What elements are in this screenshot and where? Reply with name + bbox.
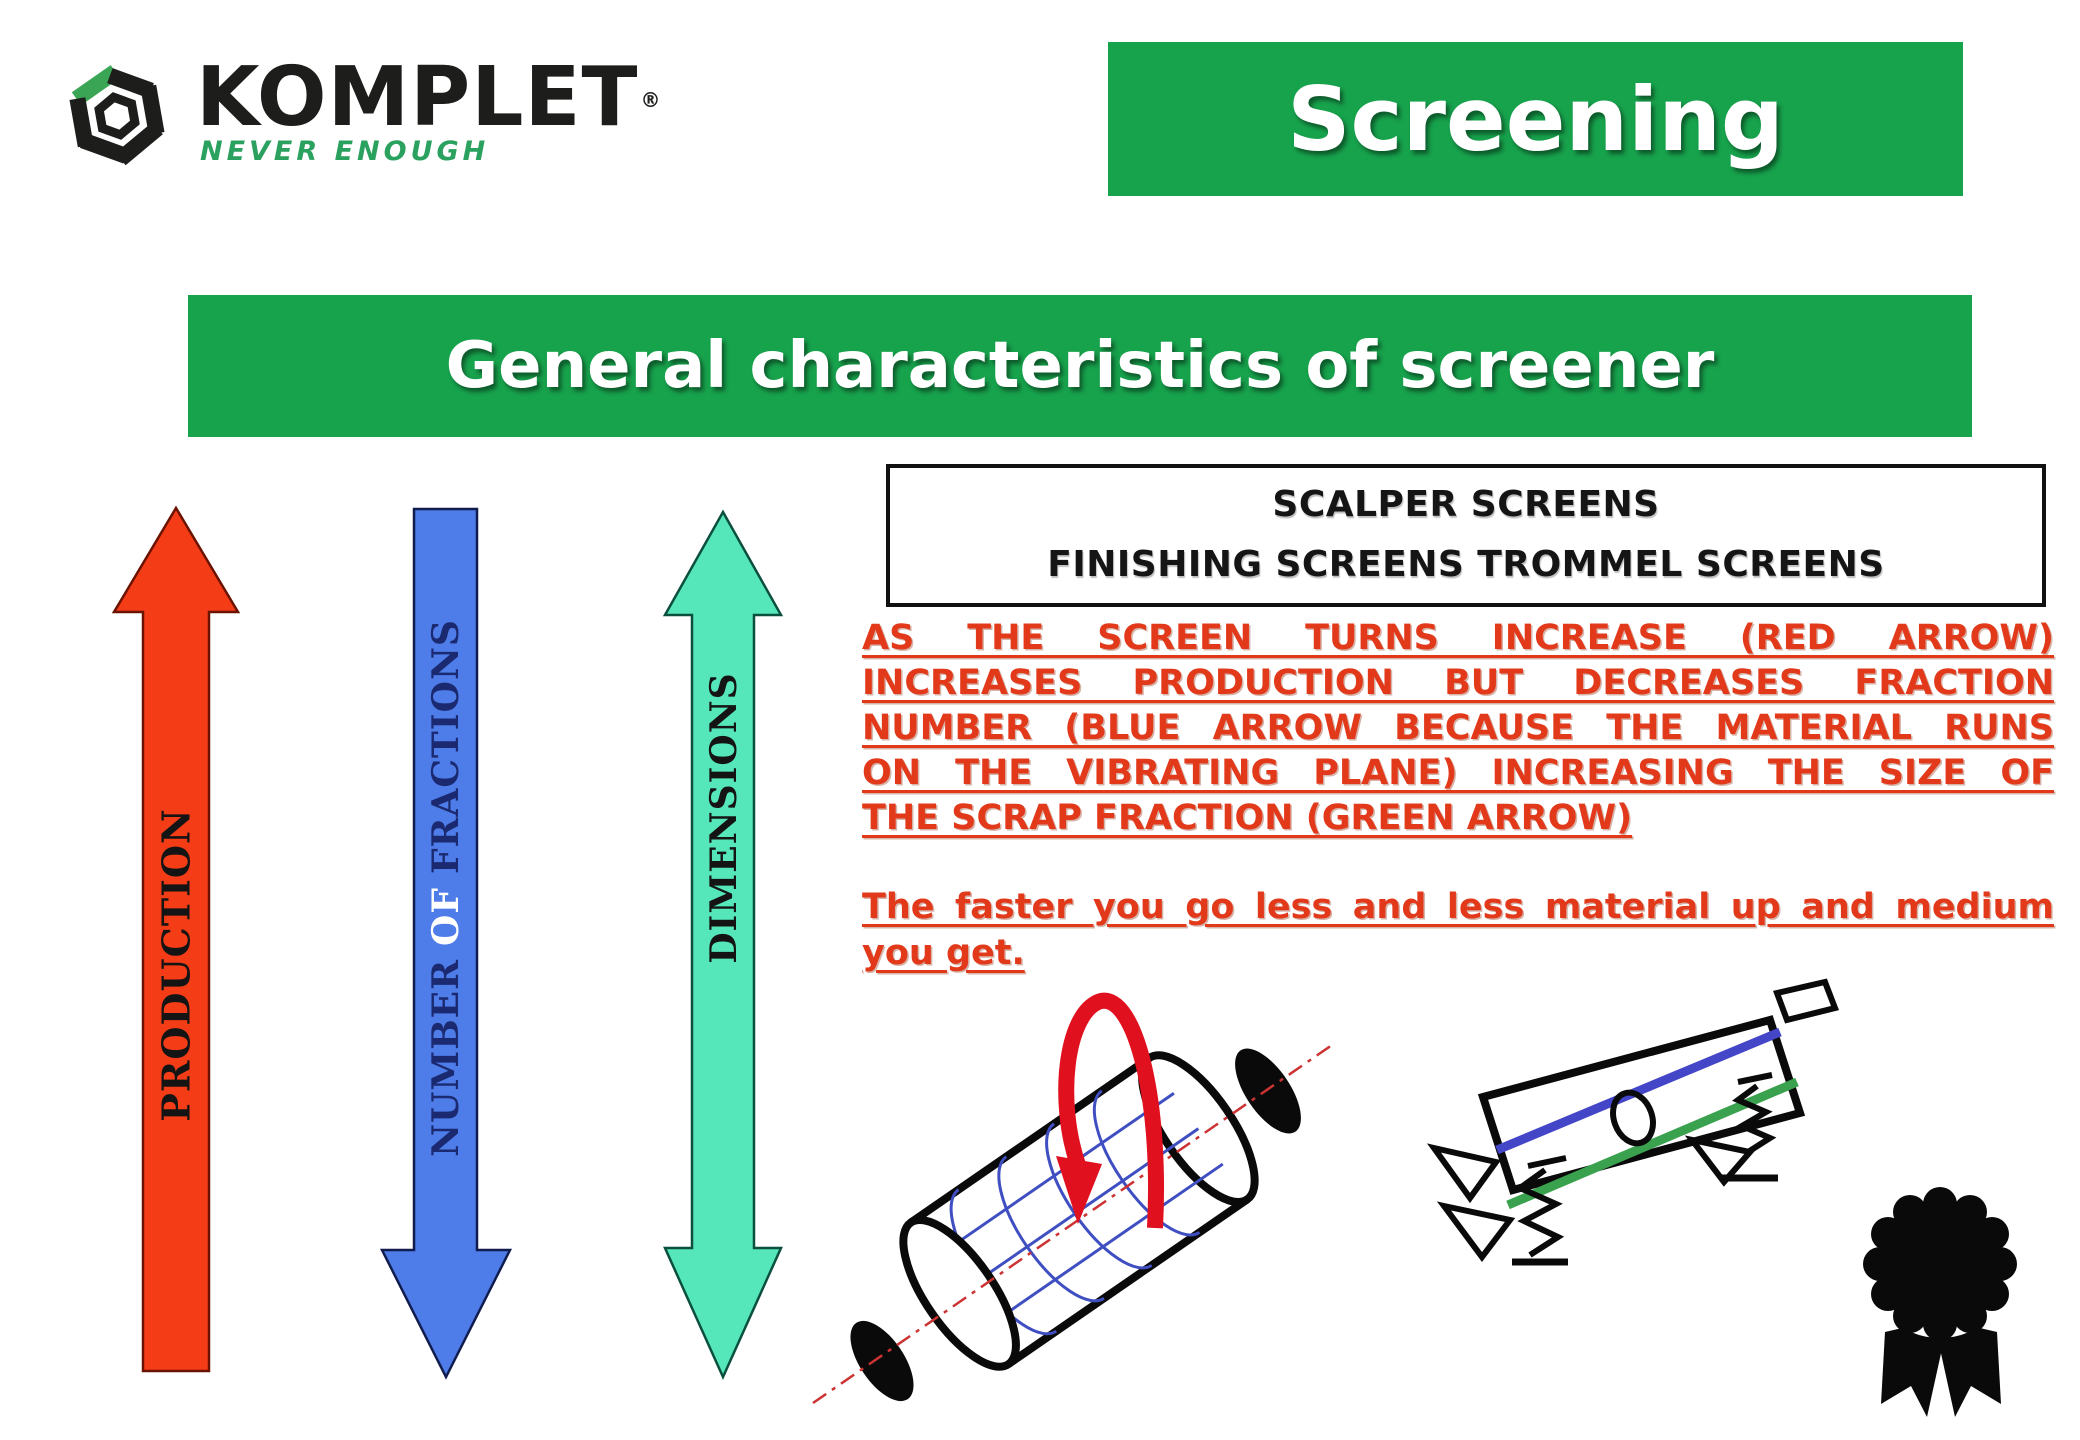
rotation-axis <box>812 1043 1333 1405</box>
bearing-right <box>1235 1048 1301 1134</box>
dimensions-label: DIMENSIONS <box>703 672 745 964</box>
page-title: Screening <box>1287 67 1784 171</box>
registered-mark: ® <box>640 88 662 112</box>
komplet-logo: KOMPLET® NEVER ENOUGH <box>58 50 698 182</box>
production-up-arrow <box>111 505 241 1373</box>
page-title-banner: Screening <box>1108 42 1963 196</box>
medallion <box>1863 1187 2017 1341</box>
bearing-left <box>850 1320 914 1402</box>
vibrating-screen-drawing <box>1426 978 1840 1266</box>
body-line: ON THE VIBRATING PLANE) INCREASING THE S… <box>862 753 2054 793</box>
body-paragraph-2: The faster you go less and less material… <box>862 884 2054 976</box>
dimensions-double-arrow <box>662 509 784 1381</box>
ribbon-right <box>1933 1317 2001 1417</box>
fractions-label: NUMBEROFFRACTIONS <box>425 619 467 1157</box>
screen-box <box>1477 1015 1806 1195</box>
body-line: The faster you go less and less material… <box>862 887 2054 927</box>
upper-deck-blue <box>1495 1027 1782 1155</box>
vibrator-circle <box>1610 1089 1656 1147</box>
screen-types-box: SCALPER SCREENS FINISHING SCREENS TROMME… <box>886 464 2046 607</box>
screen-types-line1: SCALPER SCREENS <box>1272 484 1660 525</box>
fractions-down-arrow <box>379 507 513 1380</box>
fractions-label-of: OF <box>425 887 467 946</box>
body-line: you get. <box>862 933 1025 973</box>
production-label: PRODUCTION <box>153 808 199 1122</box>
lower-deck-green <box>1506 1077 1799 1210</box>
section-title-banner: General characteristics of screener <box>188 295 1972 437</box>
arrows-graphic <box>111 505 784 1381</box>
feed-box <box>1773 978 1840 1024</box>
body-line: AS THE SCREEN TURNS INCREASE (RED ARROW) <box>862 618 2054 658</box>
right-spring-support <box>1684 1072 1778 1187</box>
body-line: INCREASES PRODUCTION BUT DECREASES FRACT… <box>862 663 2054 703</box>
komplet-hexagon-icon <box>69 65 165 166</box>
body-line: NUMBER (BLUE ARROW BECAUSE THE MATERIAL … <box>862 708 2054 748</box>
trommel-screen-drawing <box>812 992 1333 1405</box>
rotation-arrow <box>1056 992 1164 1229</box>
brand-name: KOMPLET® <box>196 50 662 145</box>
section-title: General characteristics of screener <box>445 329 1715 403</box>
body-paragraph-1: AS THE SCREEN TURNS INCREASE (RED ARROW)… <box>862 616 2054 841</box>
ribbon-left <box>1881 1317 1949 1417</box>
left-spring-support <box>1426 1143 1568 1266</box>
award-rosette-icon <box>1863 1187 2017 1417</box>
brand-tagline: NEVER ENOUGH <box>200 136 490 167</box>
screen-types-line2: FINISHING SCREENS TROMMEL SCREENS <box>1047 544 1885 585</box>
body-line: THE SCRAP FRACTION (GREEN ARROW) <box>862 798 1633 838</box>
